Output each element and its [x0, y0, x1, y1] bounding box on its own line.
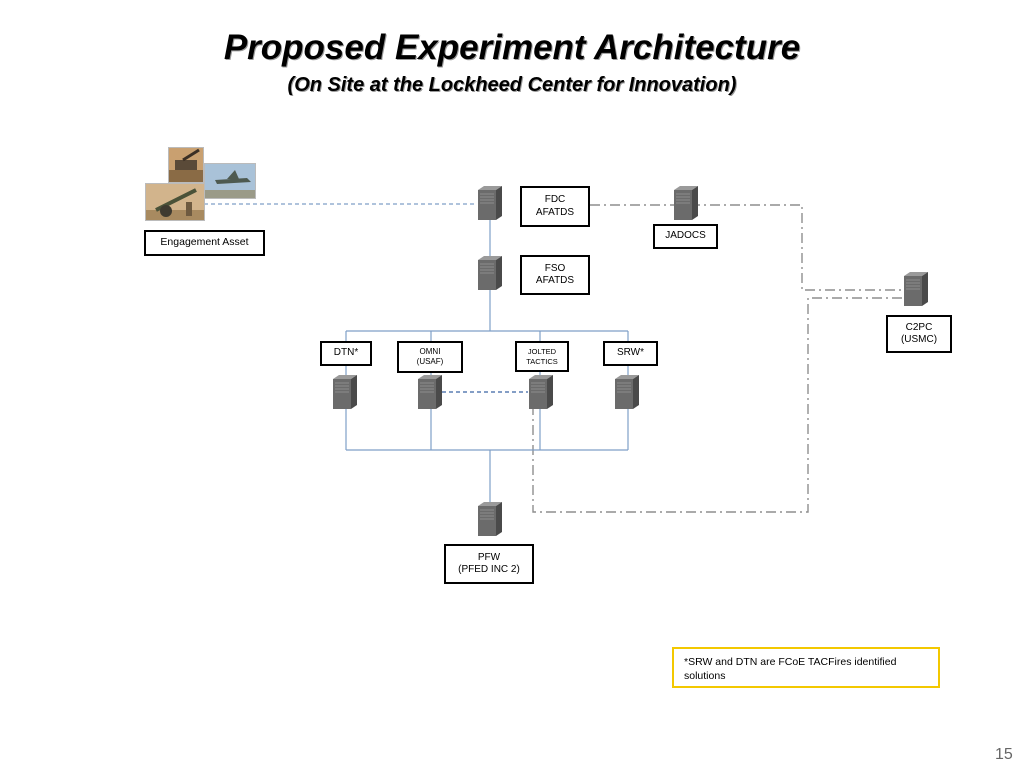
omni-usaf-box: OMNI(USAF) — [397, 341, 463, 373]
server-icon — [615, 375, 639, 409]
c2pc-label: C2PC — [905, 321, 933, 333]
slide-title: Proposed Experiment Architecture — [223, 28, 801, 67]
slide-subtitle: (On Site at the Lockheed Center for Inno… — [287, 74, 737, 96]
srw-label: SRW* — [616, 347, 645, 359]
omni-label: OMNI — [419, 347, 441, 356]
omni-sublabel: (USAF) — [416, 357, 444, 366]
jolted-sublabel: TACTICS — [526, 356, 558, 366]
server-icon — [674, 186, 698, 220]
server-icon — [904, 272, 928, 306]
pfw-sublabel: (PFED INC 2) — [458, 564, 520, 575]
server-icon — [478, 502, 502, 536]
engagement-asset-label: Engagement Asset — [160, 236, 249, 249]
jadocs-box: JADOCS — [653, 224, 718, 249]
c2pc-sublabel: (USMC) — [900, 334, 938, 345]
server-icon — [333, 375, 357, 409]
server-icon — [478, 256, 502, 290]
page-number: 15 — [995, 746, 1013, 763]
dtn-box: DTN* — [320, 341, 372, 366]
c2pc-usmc-box: C2PC(USMC) — [886, 315, 952, 353]
artillery-photo — [145, 183, 205, 221]
aircraft-photo — [204, 163, 256, 199]
fso-sublabel: AFATDS — [535, 275, 575, 286]
fso-label: FSO — [544, 262, 566, 274]
server-icon — [418, 375, 442, 409]
dtn-label: DTN* — [333, 347, 359, 359]
fdc-to-c2pc-link — [590, 204, 902, 291]
jolted-label: JOLTED — [527, 347, 557, 357]
footnote-box: *SRW and DTN are FCoE TACFires identifie… — [672, 647, 940, 688]
engagement-asset-photo — [168, 147, 204, 183]
srw-box: SRW* — [603, 341, 658, 366]
engagement-asset-box: Engagement Asset — [144, 230, 265, 256]
footnote-text: *SRW and DTN are FCoE TACFires identifie… — [684, 656, 897, 683]
jadocs-label: JADOCS — [665, 230, 706, 242]
server-icon — [529, 375, 553, 409]
fdc-sublabel: AFATDS — [535, 206, 575, 218]
pfw-box: PFW(PFED INC 2) — [444, 544, 534, 584]
fdc-label: FDC — [544, 194, 566, 205]
lower-c2pc-link — [532, 297, 902, 513]
pfw-label: PFW — [477, 551, 501, 563]
server-icon — [478, 186, 502, 220]
